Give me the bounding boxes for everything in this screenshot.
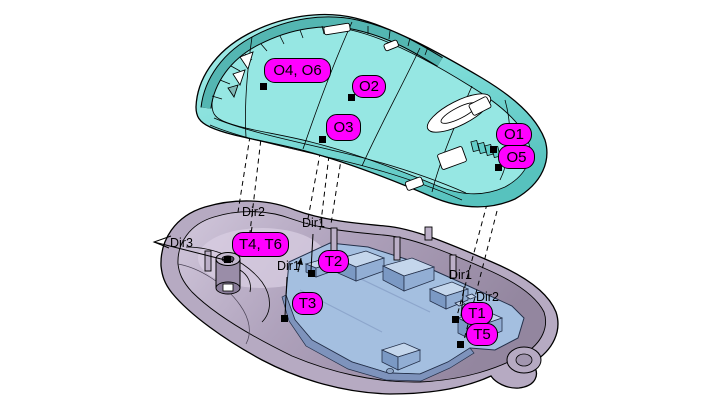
label-o1[interactable]: O1 — [496, 123, 532, 146]
pcb-board[interactable] — [281, 242, 525, 382]
dir3-arrow — [152, 235, 234, 263]
dir-label-dir1-mid[interactable]: Dir1 — [277, 259, 300, 273]
marker-t5 — [457, 341, 464, 348]
dir-label-dir1-top[interactable]: Dir1 — [302, 216, 325, 230]
inner-ridge — [185, 246, 270, 323]
inner-ridge-2 — [177, 263, 250, 345]
marker-t2 — [308, 270, 315, 277]
label-o5[interactable]: O5 — [498, 145, 535, 169]
marker-o4-o6 — [260, 83, 267, 90]
dir-label-dir1-right[interactable]: Dir1 — [449, 268, 472, 282]
marker-t1 — [452, 316, 459, 323]
base-posts — [204, 226, 457, 279]
dir-label-dir2-left[interactable]: Dir2 — [242, 205, 265, 219]
edge-segments — [470, 139, 501, 159]
dir1-top-leader — [310, 233, 314, 271]
label-o4-o6[interactable]: O4, O6 — [264, 58, 331, 83]
dir-label-dir3-left[interactable]: Dir3 — [170, 236, 193, 250]
marker-t3 — [281, 315, 288, 322]
label-t4-t6[interactable]: T4, T6 — [232, 232, 289, 257]
label-t1[interactable]: T1 — [461, 302, 493, 325]
marker-o1 — [490, 146, 497, 153]
pcb-hole — [386, 367, 394, 374]
marker-t4-t6 — [224, 256, 231, 263]
top-cover-rim-band — [201, 17, 443, 109]
label-t5[interactable]: T5 — [466, 323, 498, 346]
marker-o2 — [348, 94, 355, 101]
pcb-edge-shadow — [281, 294, 475, 382]
rear-boss-inner — [515, 353, 533, 367]
top-cover[interactable] — [195, 13, 548, 208]
dir1-mid-arrow — [284, 257, 303, 317]
label-o2[interactable]: O2 — [352, 75, 386, 98]
label-o3[interactable]: O3 — [326, 114, 361, 141]
dir-label-dir2-right[interactable]: Dir2 — [476, 290, 499, 304]
marker-o5 — [495, 164, 502, 171]
datum-markers[interactable] — [224, 83, 502, 348]
label-t2[interactable]: T2 — [318, 250, 349, 273]
top-cover-cutouts — [227, 22, 492, 191]
label-t3[interactable]: T3 — [292, 292, 323, 315]
marker-o3 — [319, 136, 326, 143]
top-cover-seams — [209, 21, 511, 201]
rim-ticks — [211, 23, 429, 100]
